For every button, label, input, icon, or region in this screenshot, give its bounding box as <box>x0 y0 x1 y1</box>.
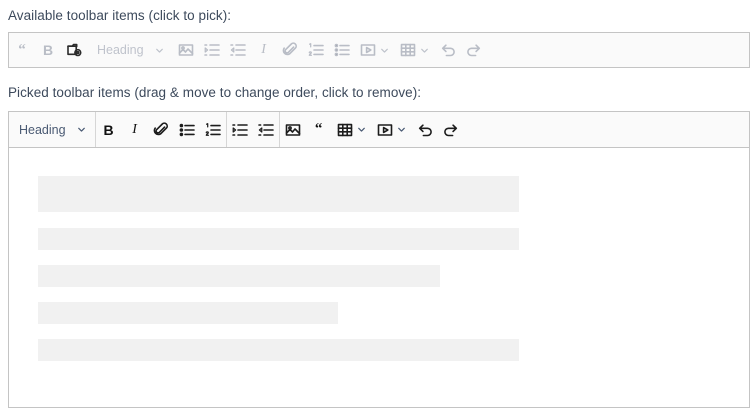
link-icon[interactable] <box>148 112 174 147</box>
indent-icon[interactable] <box>199 33 225 67</box>
media-icon[interactable] <box>355 33 395 67</box>
media-embed-icon[interactable] <box>61 33 87 67</box>
numbered-list-icon[interactable] <box>200 112 226 147</box>
table-icon[interactable] <box>332 112 372 147</box>
redo-icon[interactable] <box>438 112 464 147</box>
group-heading: Heading <box>9 112 95 147</box>
editor-content-area[interactable] <box>8 148 750 408</box>
content-placeholder-bar <box>38 265 440 287</box>
chevron-down-icon[interactable] <box>379 45 390 56</box>
content-placeholder-bar <box>38 176 519 212</box>
content-placeholder-bar <box>38 302 338 324</box>
toolbar-separator <box>278 112 280 147</box>
link-icon[interactable] <box>277 33 303 67</box>
chevron-down-icon <box>76 124 87 135</box>
toolbar-separator <box>94 112 96 147</box>
quote-glyph: “ <box>18 41 26 58</box>
heading-dropdown[interactable]: Heading <box>9 112 95 147</box>
italic-icon[interactable]: I <box>122 112 148 147</box>
picked-toolbar-label: Picked toolbar items (drag & move to cha… <box>8 85 422 100</box>
available-toolbar[interactable]: “ B Heading I <box>8 32 504 68</box>
outdent-icon[interactable] <box>253 112 279 147</box>
available-toolbar-empty-slot[interactable] <box>503 32 750 68</box>
heading-dropdown[interactable]: Heading <box>87 33 173 67</box>
quote-glyph: “ <box>314 121 323 137</box>
indent-icon[interactable] <box>227 112 253 147</box>
outdent-icon[interactable] <box>225 33 251 67</box>
image-icon[interactable] <box>280 112 306 147</box>
bulleted-list-icon[interactable] <box>329 33 355 67</box>
italic-icon[interactable]: I <box>251 33 277 67</box>
chevron-down-icon[interactable] <box>356 124 367 135</box>
table-icon[interactable] <box>395 33 435 67</box>
bold-icon[interactable]: B <box>96 112 122 147</box>
bold-glyph: B <box>103 121 114 138</box>
heading-dropdown-value: Heading <box>19 122 66 137</box>
block-quote-icon[interactable]: “ <box>9 33 35 67</box>
content-placeholder-bar <box>38 339 519 361</box>
bold-glyph: B <box>42 42 54 58</box>
content-placeholder-bar <box>38 228 519 250</box>
available-toolbar-items: “ B Heading I <box>9 33 487 67</box>
available-toolbar-label: Available toolbar items (click to pick): <box>8 8 232 23</box>
numbered-list-icon[interactable] <box>303 33 329 67</box>
image-icon[interactable] <box>173 33 199 67</box>
heading-dropdown-value: Heading <box>97 43 144 57</box>
bulleted-list-icon[interactable] <box>174 112 200 147</box>
toolbar-separator <box>225 112 227 147</box>
italic-glyph: I <box>132 121 137 137</box>
chevron-down-icon[interactable] <box>396 124 407 135</box>
italic-glyph: I <box>261 42 266 57</box>
bold-icon[interactable]: B <box>35 33 61 67</box>
block-quote-icon[interactable]: “ <box>306 112 332 147</box>
group-indent <box>227 112 279 147</box>
chevron-down-icon <box>154 45 165 56</box>
redo-icon[interactable] <box>461 33 487 67</box>
group-insert: “ <box>280 112 464 147</box>
chevron-down-icon[interactable] <box>419 45 430 56</box>
media-icon[interactable] <box>372 112 412 147</box>
undo-icon[interactable] <box>435 33 461 67</box>
undo-icon[interactable] <box>412 112 438 147</box>
